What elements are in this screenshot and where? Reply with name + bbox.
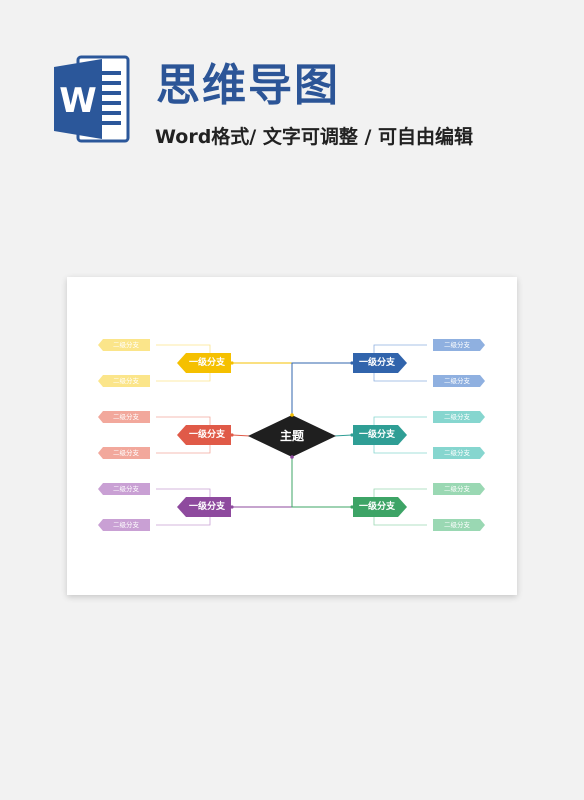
sub-connector-line: [156, 517, 211, 526]
connector-line: [291, 362, 352, 414]
primary-branch-node: [177, 425, 231, 445]
secondary-branch-label: 二级分支: [113, 484, 140, 493]
word-icon: W: [54, 55, 130, 143]
primary-branch-node: [177, 497, 231, 517]
connector-dot: [350, 433, 354, 437]
sub-connector-line: [156, 445, 211, 454]
secondary-branch-label: 二级分支: [444, 484, 471, 493]
header: W 思维导图 Word格式/ 文字可调整 / 可自由编辑: [0, 0, 584, 200]
secondary-branch-label: 二级分支: [444, 376, 471, 385]
primary-branch-label: 一级分支: [189, 356, 226, 368]
page-title: 思维导图: [156, 60, 340, 111]
secondary-branch-node: [98, 483, 150, 495]
sub-connector-line: [373, 488, 427, 497]
connector-dot: [290, 413, 294, 417]
secondary-branch-label: 二级分支: [113, 520, 140, 529]
secondary-branch-label: 二级分支: [444, 520, 471, 529]
sub-connector-line: [373, 445, 427, 454]
page-subtitle: Word格式/ 文字可调整 / 可自由编辑: [155, 126, 474, 148]
primary-branch-node: [353, 497, 407, 517]
secondary-branch-node: [98, 339, 150, 351]
sub-connector-line: [373, 344, 427, 353]
connector-line: [333, 434, 353, 437]
primary-branch-label: 一级分支: [359, 356, 396, 368]
connector-dot: [230, 433, 234, 437]
secondary-branch-label: 二级分支: [113, 376, 140, 385]
secondary-branch-label: 二级分支: [444, 448, 471, 457]
sub-connector-line: [373, 416, 427, 425]
sub-connector-line: [156, 488, 211, 497]
primary-branch-label: 一级分支: [189, 500, 226, 512]
word-icon-letter: W: [59, 81, 97, 121]
connector-line: [231, 434, 251, 437]
connector-dot: [230, 361, 234, 365]
secondary-branch-node: [98, 447, 150, 459]
primary-branch-label: 一级分支: [359, 428, 396, 440]
primary-branch-label: 一级分支: [359, 500, 396, 512]
secondary-branch-node: [98, 375, 150, 387]
central-topic-node: [248, 415, 336, 457]
primary-branch-node: [353, 425, 407, 445]
primary-branch-label: 一级分支: [189, 428, 226, 440]
secondary-branch-node: [433, 339, 485, 351]
secondary-branch-label: 二级分支: [113, 340, 140, 349]
secondary-branch-node: [98, 519, 150, 531]
secondary-branch-label: 二级分支: [113, 412, 140, 421]
secondary-branch-node: [98, 411, 150, 423]
secondary-branch-node: [433, 519, 485, 531]
sub-connector-line: [156, 416, 211, 425]
secondary-branch-node: [433, 375, 485, 387]
secondary-branch-label: 二级分支: [444, 412, 471, 421]
mindmap-diagram: 二级分支二级分支二级分支二级分支二级分支二级分支二级分支二级分支二级分支二级分支…: [98, 339, 485, 531]
sub-connector-line: [156, 344, 211, 353]
secondary-branch-label: 二级分支: [113, 448, 140, 457]
connector-line: [232, 456, 293, 508]
primary-branch-node: [353, 353, 407, 373]
connector-line: [232, 362, 293, 414]
connector-line: [291, 456, 352, 508]
mindmap-preview: 二级分支二级分支二级分支二级分支二级分支二级分支二级分支二级分支二级分支二级分支…: [67, 277, 517, 595]
connector-dot: [350, 361, 354, 365]
secondary-branch-node: [433, 483, 485, 495]
connector-dot: [350, 505, 354, 509]
connector-dot: [230, 505, 234, 509]
sub-connector-line: [373, 517, 427, 526]
connector-dot: [290, 455, 294, 459]
sub-connector-line: [373, 373, 427, 382]
central-topic-label: 主题: [280, 428, 305, 443]
secondary-branch-node: [433, 447, 485, 459]
secondary-branch-node: [433, 411, 485, 423]
primary-branch-node: [177, 353, 231, 373]
sub-connector-line: [156, 373, 211, 382]
secondary-branch-label: 二级分支: [444, 340, 471, 349]
